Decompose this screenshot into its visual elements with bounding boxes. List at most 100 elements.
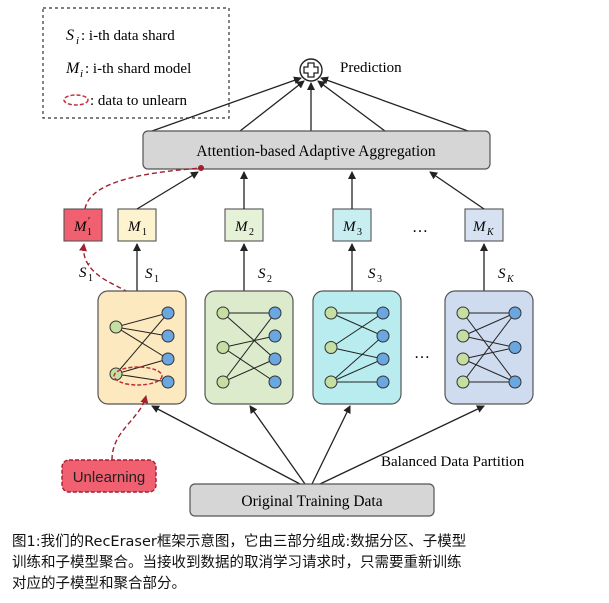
model-prime: ′ bbox=[88, 216, 90, 227]
legend-model-text: : i-th shard model bbox=[85, 61, 191, 77]
svg-text:S: S bbox=[368, 266, 376, 282]
unlearning-box bbox=[61, 459, 157, 493]
item-node bbox=[376, 375, 390, 389]
model-sub: 1 bbox=[142, 227, 147, 238]
legend-unlearn-text: : data to unlearn bbox=[90, 93, 188, 109]
unlearn-link-dot bbox=[198, 165, 204, 171]
model-symbol: M bbox=[234, 219, 249, 235]
graph-edge bbox=[222, 358, 276, 383]
unlearn-data-marker bbox=[113, 366, 163, 386]
item-node bbox=[161, 375, 175, 389]
shard-label-s3: S 3 bbox=[368, 266, 382, 285]
user-node bbox=[216, 306, 230, 320]
shard-label-sk: S K bbox=[498, 266, 515, 285]
model-box-m1-prime: M ′ 1 bbox=[63, 208, 103, 242]
graph-edge bbox=[462, 347, 516, 360]
training-data: Original Training Data bbox=[189, 483, 435, 517]
item-node bbox=[268, 352, 282, 366]
model-arrows bbox=[136, 171, 485, 210]
svg-text:S: S bbox=[498, 266, 506, 282]
graph-edge bbox=[115, 373, 169, 383]
legend-model-sub: i bbox=[80, 68, 83, 80]
legend: S i : i-th data shard M i : i-th shard m… bbox=[42, 7, 230, 119]
shard-label-s2: S 2 bbox=[258, 266, 272, 285]
caption-line-3: 对应的子模型和聚合部分。 bbox=[12, 576, 186, 592]
item-node bbox=[268, 306, 282, 320]
unlearn-model-link bbox=[84, 167, 202, 210]
svg-text:′: ′ bbox=[88, 262, 90, 273]
model-sub: 3 bbox=[357, 227, 362, 238]
training-data-box bbox=[189, 483, 435, 517]
item-node bbox=[376, 306, 390, 320]
graph-edge bbox=[330, 358, 384, 383]
graph-edge bbox=[330, 335, 384, 383]
partition-label: Balanced Data Partition bbox=[381, 454, 525, 470]
unlearning-label: Unlearning bbox=[73, 469, 146, 486]
aggregation-label: Attention-based Adaptive Aggregation bbox=[196, 143, 436, 160]
item-node bbox=[376, 352, 390, 366]
user-node bbox=[324, 341, 338, 354]
caption-line-1: 图1:我们的RecEraser框架示意图，它由三部分组成:数据分区、子模型 bbox=[12, 534, 467, 550]
figure-caption: 图1:我们的RecEraser框架示意图，它由三部分组成:数据分区、子模型 训练… bbox=[12, 532, 597, 595]
graph-edge bbox=[462, 335, 516, 348]
user-node bbox=[324, 306, 338, 320]
shard-4 bbox=[444, 290, 534, 405]
model-symbol: M bbox=[472, 219, 487, 235]
graph-edge bbox=[222, 312, 276, 383]
shard-box bbox=[97, 290, 187, 405]
aggregation: Attention-based Adaptive Aggregation bbox=[142, 130, 491, 170]
shard-1 bbox=[97, 290, 187, 405]
model-sub: 1 bbox=[87, 227, 92, 238]
user-node bbox=[216, 341, 230, 354]
svg-text:S: S bbox=[258, 266, 266, 282]
graph-edge bbox=[115, 312, 169, 375]
shard-label-s1: S 1 bbox=[145, 266, 159, 285]
unlearn-shard-link bbox=[79, 243, 129, 293]
item-node bbox=[508, 375, 522, 389]
svg-text:S: S bbox=[145, 266, 153, 282]
legend-unlearn-ellipse bbox=[63, 94, 89, 106]
item-node bbox=[268, 375, 282, 389]
prediction-cross-icon bbox=[303, 62, 319, 78]
model-sub: K bbox=[486, 227, 495, 238]
item-node bbox=[161, 306, 175, 320]
shard-2 bbox=[204, 290, 294, 405]
user-node bbox=[456, 375, 470, 389]
model-boxes: M ′ 1 M 1 M 2 M 3 … M K bbox=[63, 208, 504, 242]
model-box-m2: M 2 bbox=[224, 208, 264, 242]
model-box-mk: M K bbox=[464, 208, 504, 242]
item-node bbox=[161, 329, 175, 343]
item-node bbox=[508, 306, 522, 320]
training-data-label: Original Training Data bbox=[241, 493, 382, 510]
shard-box bbox=[312, 290, 402, 405]
model-ellipsis: … bbox=[412, 219, 428, 236]
graph-edge bbox=[462, 312, 516, 337]
legend-shard-text: : i-th data shard bbox=[81, 28, 175, 44]
graph-edge bbox=[462, 312, 516, 383]
graph-edge bbox=[330, 312, 384, 337]
recEraser-diagram: S i : i-th data shard M i : i-th shard m… bbox=[42, 7, 534, 517]
model-sub: 2 bbox=[249, 227, 254, 238]
prediction-label: Prediction bbox=[340, 60, 402, 76]
shard-3 bbox=[312, 290, 402, 405]
unlearn-request-link bbox=[111, 395, 149, 461]
item-node bbox=[376, 329, 390, 343]
partition-arrows bbox=[151, 405, 485, 485]
graph-edge bbox=[222, 312, 276, 360]
shard-label-s1-prime: S ′ 1 bbox=[79, 262, 93, 284]
svg-text:1: 1 bbox=[154, 274, 159, 285]
user-node bbox=[456, 329, 470, 343]
graph-edge bbox=[330, 347, 384, 360]
caption-line-2: 训练和子模型聚合。当接收到数据的取消学习请求时，只需要重新训练 bbox=[12, 555, 462, 571]
model-symbol: M bbox=[342, 219, 357, 235]
graph-edge bbox=[222, 335, 276, 348]
legend-model-symbol: M bbox=[65, 60, 81, 77]
user-node bbox=[324, 375, 338, 389]
model-box-m1: M 1 bbox=[117, 208, 157, 242]
item-node bbox=[508, 341, 522, 354]
prediction: Prediction bbox=[299, 58, 402, 82]
user-node bbox=[456, 352, 470, 366]
shard-arrows bbox=[133, 243, 488, 291]
user-node bbox=[109, 320, 123, 334]
user-node bbox=[216, 375, 230, 389]
